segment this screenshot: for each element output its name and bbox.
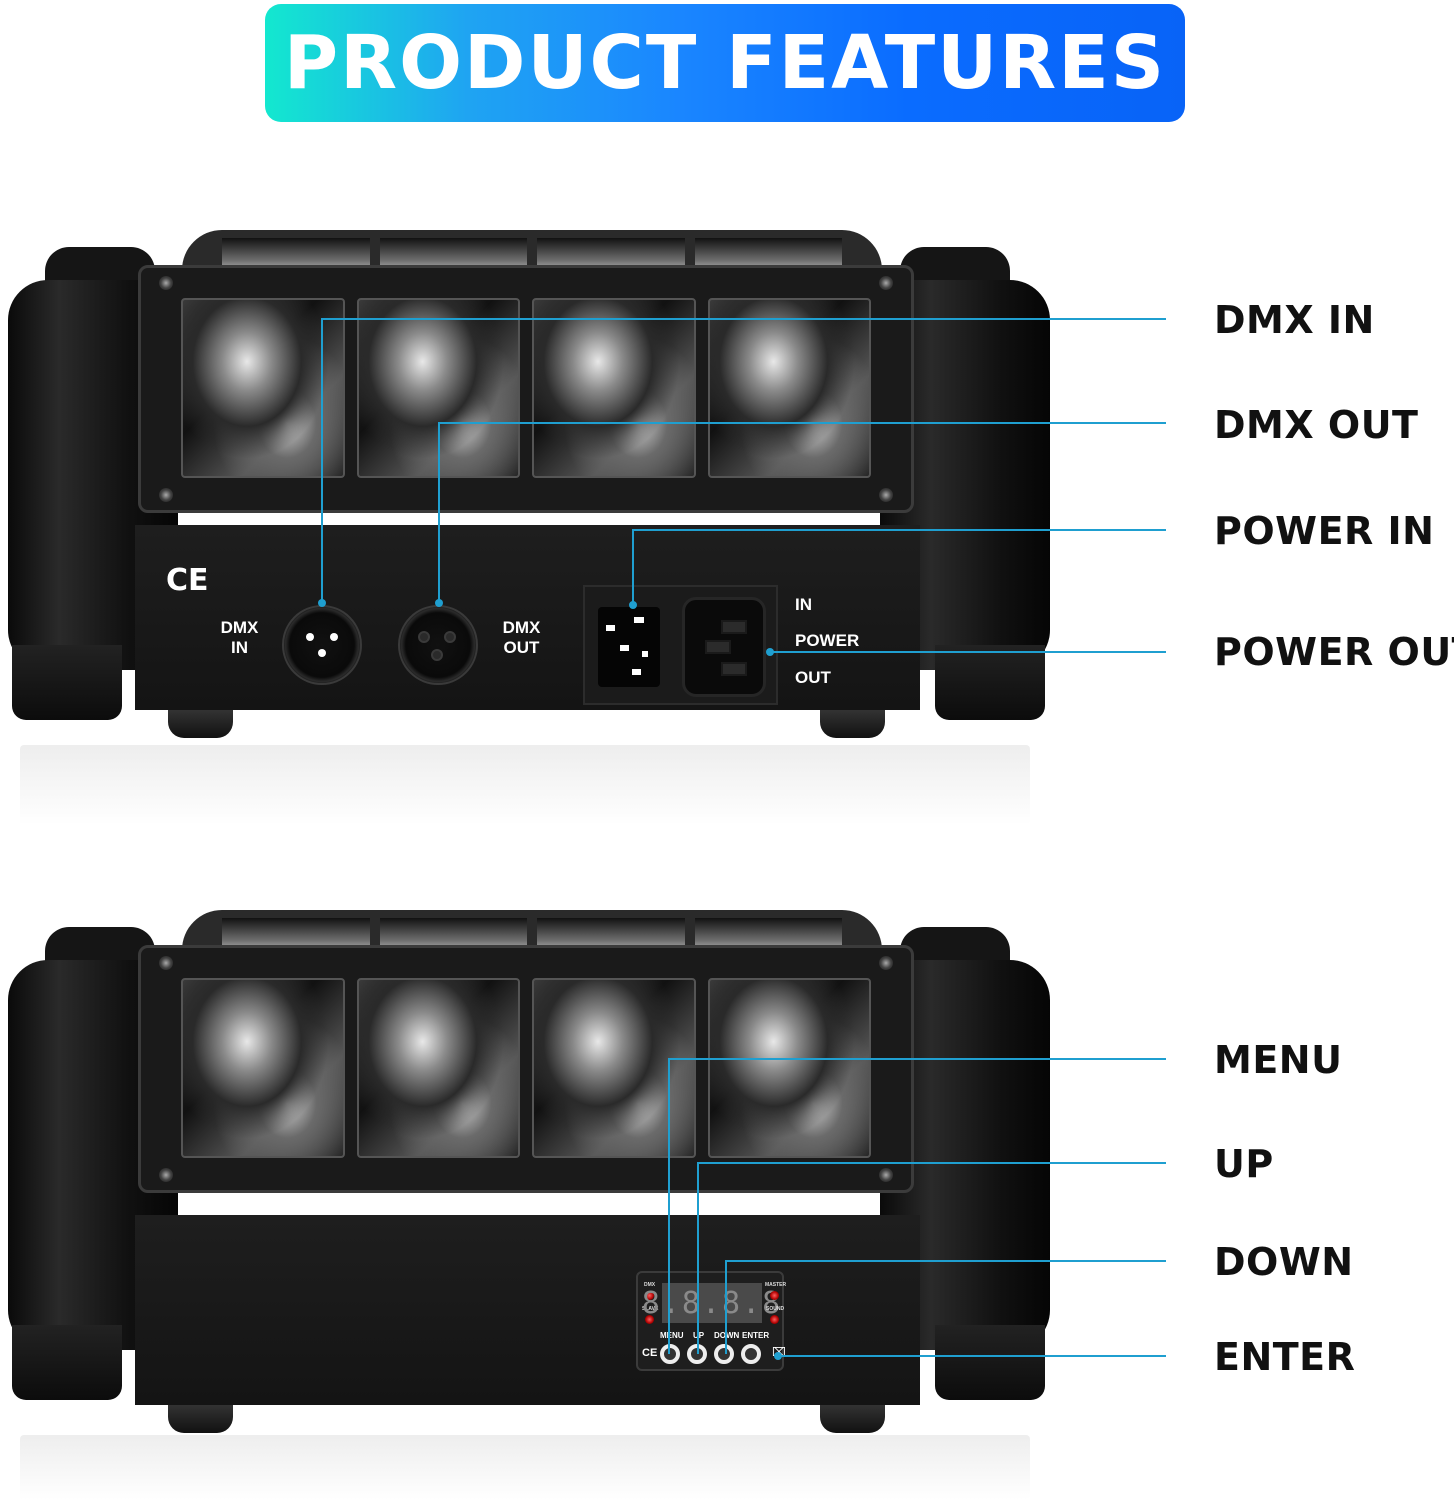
screw-icon xyxy=(879,488,893,502)
callout-menu: MENU xyxy=(1214,1038,1343,1082)
sound-status-label: SOUND xyxy=(766,1306,785,1312)
screw-icon xyxy=(159,1168,173,1182)
callout-dmx-in: DMX IN xyxy=(1214,298,1375,342)
control-panel: DMX SLAVE 8.8.8.8 MASTER SOUND MENU UP D… xyxy=(636,1271,787,1371)
callout-line-menu xyxy=(668,1058,1166,1060)
callout-down: DOWN xyxy=(1214,1240,1354,1284)
led-segment-display: 8.8.8.8 xyxy=(642,1283,780,1323)
dmx-in-port-label: DMX IN xyxy=(220,618,259,657)
dmx-status-label: DMX xyxy=(644,1282,656,1288)
product-features-banner: PRODUCT FEATURES xyxy=(265,4,1185,122)
callout-power-out: POWER OUT xyxy=(1214,630,1454,674)
banner-title: PRODUCT FEATURES xyxy=(283,20,1167,106)
callout-line-power-in xyxy=(632,529,1166,531)
callout-line-dmx-in xyxy=(321,318,1166,320)
callout-dot xyxy=(318,599,326,607)
reflection xyxy=(20,745,1030,825)
foot xyxy=(820,710,885,738)
callout-dot xyxy=(629,601,637,609)
callout-line-enter xyxy=(778,1355,1166,1357)
right-drum-foot xyxy=(935,645,1045,720)
left-drum-foot xyxy=(12,645,122,720)
lens xyxy=(532,978,696,1158)
power-out-iec-outlet[interactable] xyxy=(682,597,766,697)
callout-line-dmx-out xyxy=(438,422,1166,424)
master-status-label: MASTER xyxy=(765,1282,787,1288)
callout-dot xyxy=(774,1352,782,1360)
enter-button[interactable] xyxy=(741,1344,761,1364)
callout-line-dmx-in-vertical xyxy=(321,318,323,603)
bottom-device-control-view: DMX SLAVE 8.8.8.8 MASTER SOUND MENU UP D… xyxy=(0,905,1060,1500)
screw-icon xyxy=(159,956,173,970)
callout-line-down xyxy=(725,1260,1166,1262)
callout-line-up-vertical xyxy=(697,1162,699,1354)
slave-status-label: SLAVE xyxy=(642,1306,659,1312)
power-out-label: OUT xyxy=(795,668,831,687)
callout-line-dmx-out-vertical xyxy=(438,422,440,603)
callout-line-menu-vertical xyxy=(668,1058,670,1354)
master-status-led-icon xyxy=(770,1291,779,1300)
left-drum-foot xyxy=(12,1325,122,1400)
dmx-out-port-label: DMX OUT xyxy=(502,618,541,657)
callout-dot xyxy=(435,599,443,607)
lens xyxy=(181,978,345,1158)
lens-panel xyxy=(138,945,914,1193)
dmx-status-led-icon xyxy=(645,1291,654,1300)
callout-dmx-out: DMX OUT xyxy=(1214,403,1419,447)
callout-enter: ENTER xyxy=(1214,1335,1356,1379)
screw-icon xyxy=(879,1168,893,1182)
sound-status-led-icon xyxy=(770,1315,779,1324)
lens-panel xyxy=(138,265,914,513)
callout-line-power-out xyxy=(770,651,1166,653)
top-device-rear-view: CE DMX IN DMX OUT IN POWER OUT xyxy=(0,225,1060,825)
power-in-label: IN xyxy=(795,595,812,614)
rear-body xyxy=(135,1215,920,1405)
menu-button[interactable] xyxy=(660,1344,680,1364)
power-socket-block xyxy=(583,585,778,705)
lens xyxy=(356,978,520,1158)
screw-icon xyxy=(879,276,893,290)
lens xyxy=(181,298,345,478)
ce-mark-icon: CE xyxy=(166,563,209,598)
screw-icon xyxy=(879,956,893,970)
callout-line-power-in-vertical xyxy=(632,529,634,605)
down-button[interactable] xyxy=(714,1344,734,1364)
lens xyxy=(532,298,696,478)
slave-status-led-icon xyxy=(645,1315,654,1324)
dmx-out-xlr-female-connector[interactable] xyxy=(398,605,478,685)
rear-connector-panel xyxy=(135,525,920,710)
right-drum-foot xyxy=(935,1325,1045,1400)
power-label: POWER xyxy=(795,631,860,650)
screw-icon xyxy=(159,488,173,502)
callout-line-up xyxy=(697,1162,1166,1164)
ce-mark-icon: CE xyxy=(642,1347,658,1359)
foot xyxy=(168,710,233,738)
reflection xyxy=(20,1435,1030,1500)
callout-up: UP xyxy=(1214,1142,1274,1186)
menu-button-label: MENU xyxy=(660,1331,684,1340)
enter-button-label: ENTER xyxy=(742,1331,770,1340)
screw-icon xyxy=(159,276,173,290)
foot xyxy=(168,1405,233,1433)
callout-dot xyxy=(766,648,774,656)
lens xyxy=(707,298,871,478)
callout-power-in: POWER IN xyxy=(1214,509,1435,553)
power-in-iec-inlet[interactable] xyxy=(598,607,660,687)
callout-line-down-vertical xyxy=(725,1260,727,1354)
foot xyxy=(820,1405,885,1433)
lens xyxy=(707,978,871,1158)
dmx-in-xlr-male-connector[interactable] xyxy=(282,605,362,685)
